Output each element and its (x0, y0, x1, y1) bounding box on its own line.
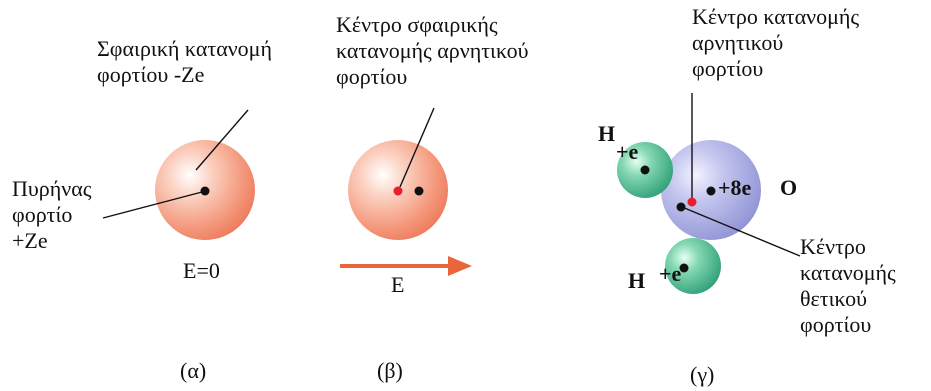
nucleus-dot-a (201, 187, 210, 196)
field-text-a: E=0 (183, 258, 220, 284)
label-nucleus-a: Πυρήνας φορτίο +Ze (12, 176, 91, 254)
label-negative-center-c: Κέντρο κατανομής αρνητικού φορτίου (692, 4, 859, 82)
positive-center-dot-c (677, 203, 686, 212)
field-text-b: E (391, 272, 404, 298)
hydrogen-symbol-bottom: H (628, 268, 645, 294)
caption-a: (α) (180, 358, 206, 384)
oxygen-charge: +8e (718, 175, 751, 201)
oxygen-symbol: O (780, 175, 797, 201)
field-arrow-head (448, 256, 472, 276)
negative-center-dot-c (688, 198, 697, 207)
label-positive-center-c: Κέντρο κατανομής θετικού φορτίου (800, 234, 896, 338)
caption-b: (β) (377, 358, 403, 384)
nucleus-dot-b (415, 187, 424, 196)
label-charge-distribution-a: Σφαιρική κατανομή φορτίου -Ze (97, 36, 272, 88)
negative-center-dot-b (394, 187, 403, 196)
oxygen-nucleus-dot (707, 187, 716, 196)
hydrogen-nucleus-dot-top (641, 166, 650, 175)
hydrogen-charge-top: +e (616, 139, 638, 165)
hydrogen-charge-bottom: +e (659, 261, 681, 287)
hydrogen-symbol-top: H (598, 121, 615, 147)
caption-c: (γ) (690, 362, 714, 388)
label-negative-center-b: Κέντρο σφαιρικής κατανομής αρνητικού φορ… (336, 12, 528, 90)
